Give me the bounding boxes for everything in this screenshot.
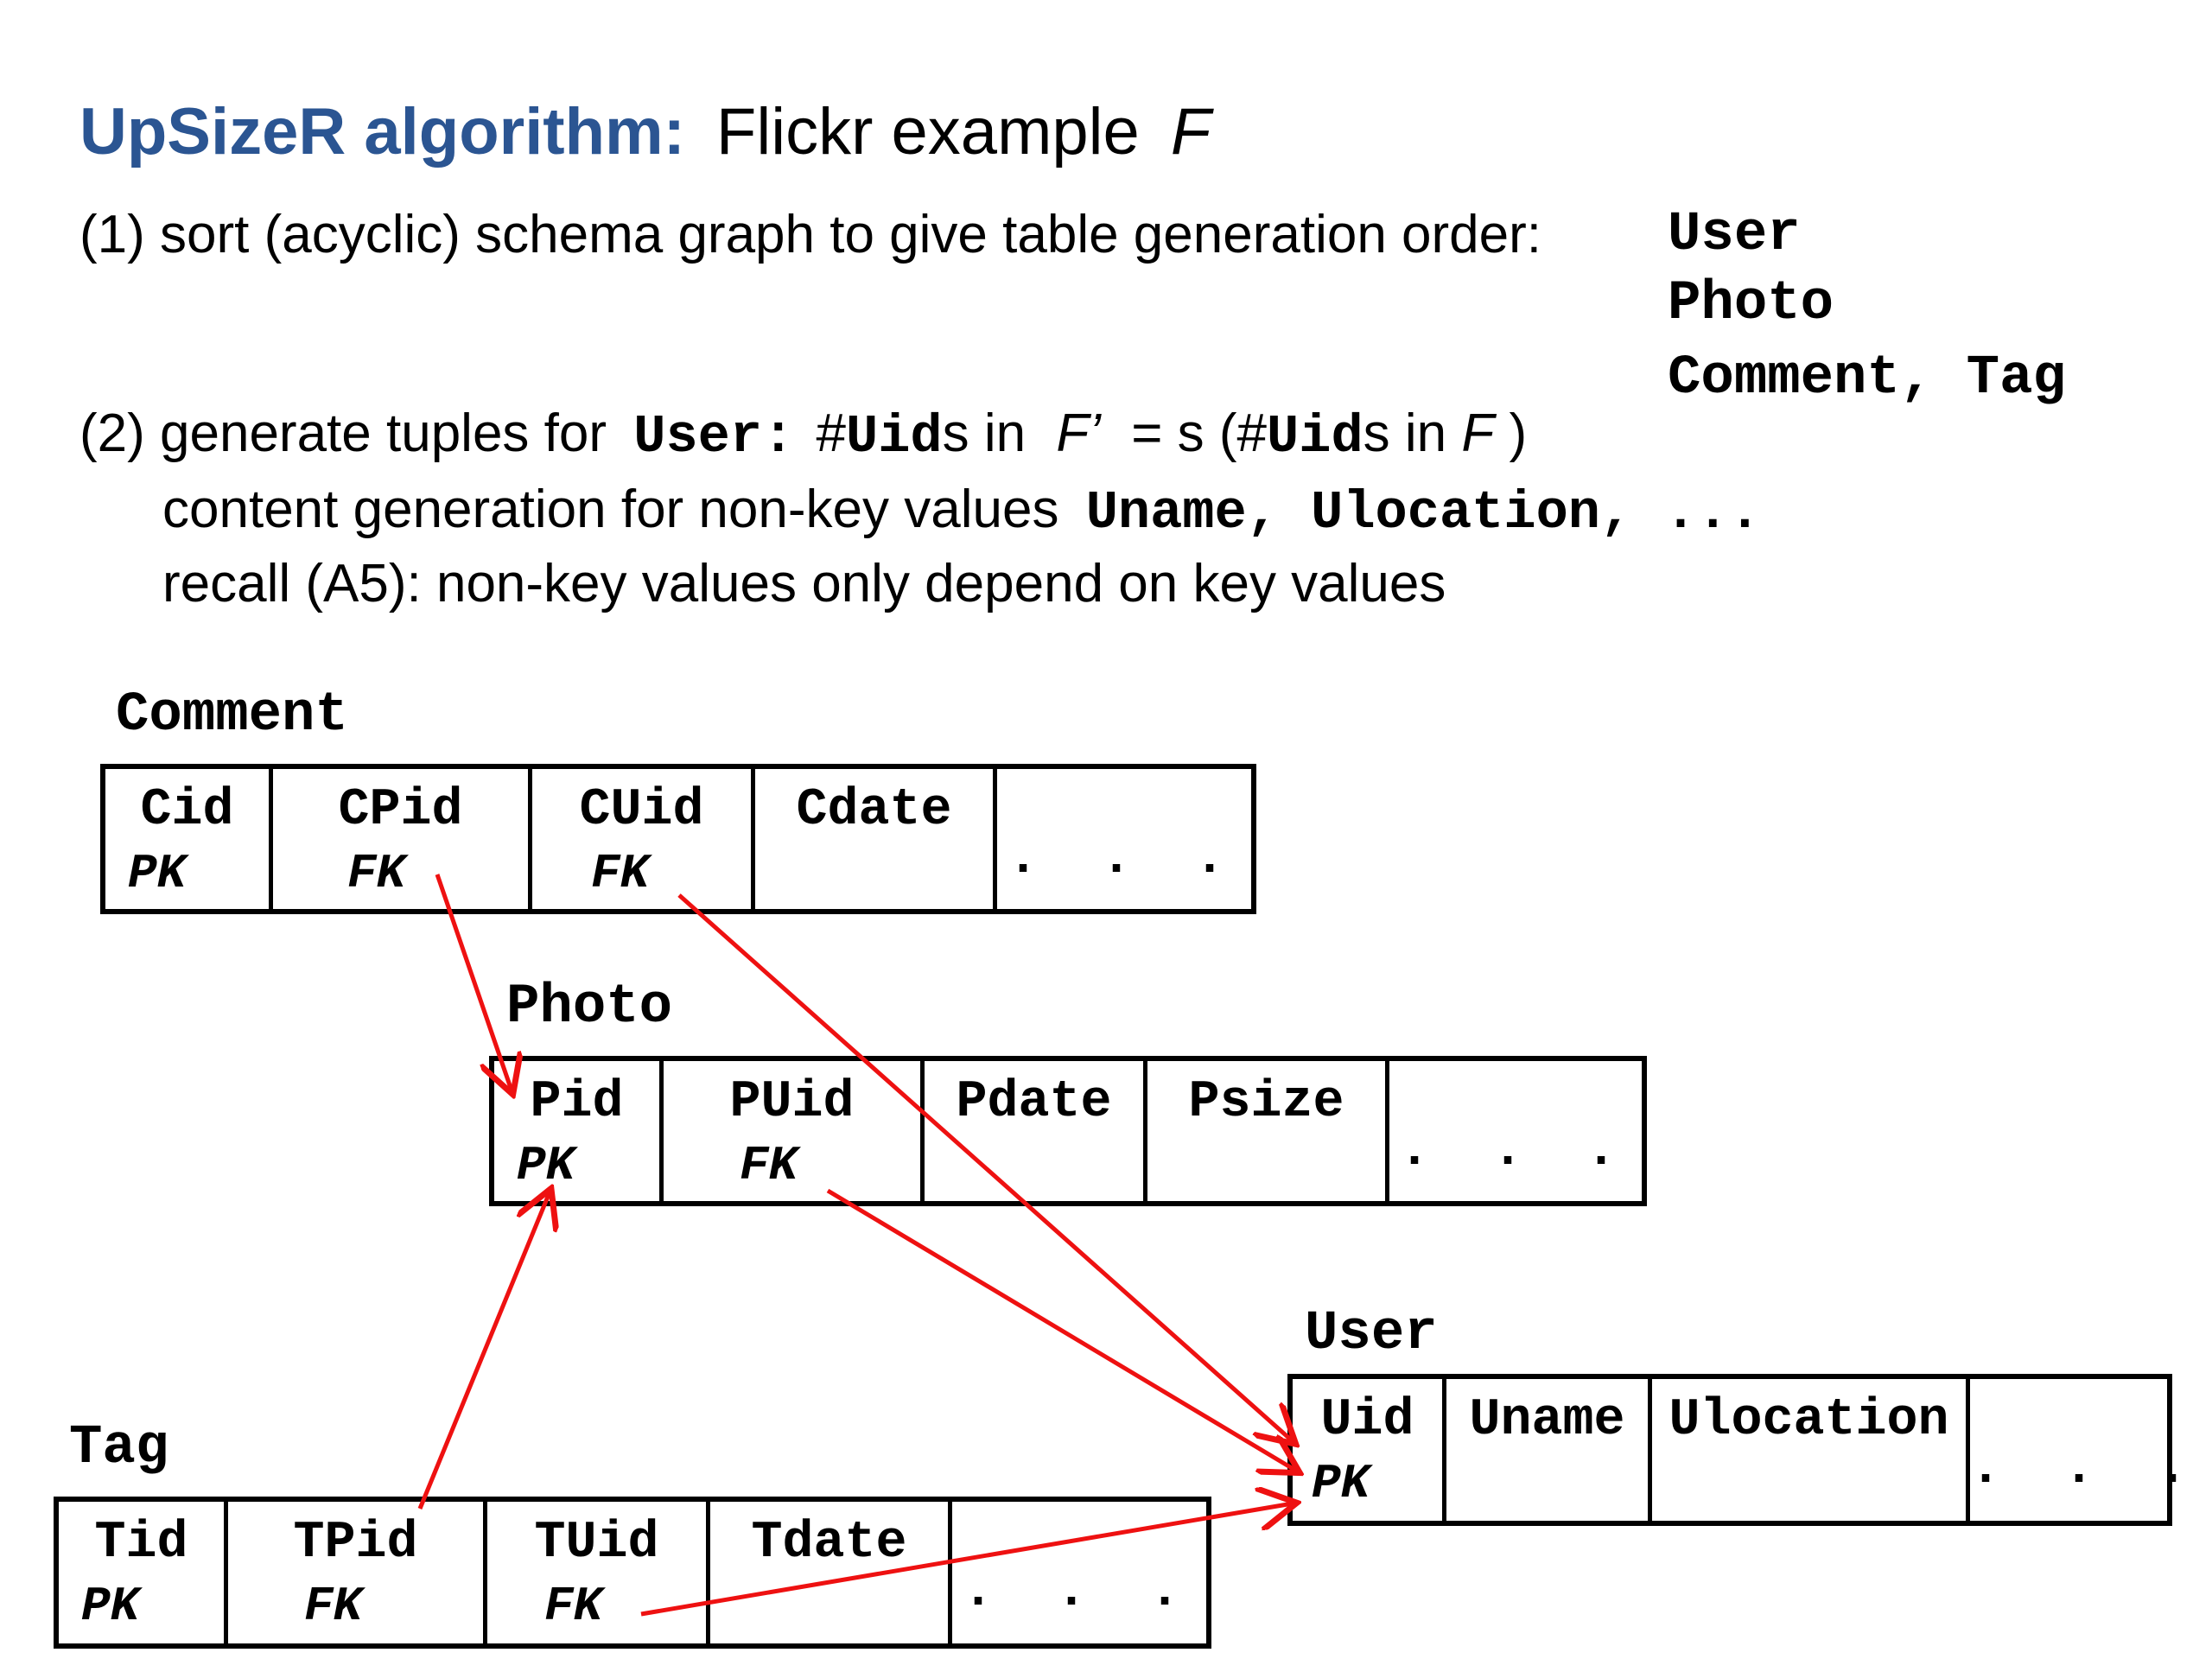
column-psize: Psize <box>1147 1061 1389 1201</box>
pk-label: PK <box>517 1138 575 1193</box>
table-tag: Tid PK TPid FK TUid FK Tdate . . . <box>54 1497 1211 1649</box>
column-name: PUid <box>729 1073 855 1132</box>
column-name: Tdate <box>751 1514 907 1573</box>
step2-recall: recall (A5): non-key values only depend … <box>162 554 1446 613</box>
column-uid: Uid PK <box>1293 1379 1446 1521</box>
step2-content-code: Uname, Ulocation, ... <box>1085 482 1762 543</box>
title-accent: UpSizeR algorithm: <box>79 95 685 168</box>
fk-label: FK <box>347 846 406 901</box>
column-pdate: Pdate <box>925 1061 1147 1201</box>
column-cid: Cid PK <box>105 769 273 909</box>
ellipsis: . . . <box>1970 1440 2204 1498</box>
column-more: . . . <box>997 769 1251 909</box>
column-name: CUid <box>579 781 704 840</box>
table-name-photo: Photo <box>506 976 673 1039</box>
fk-label: FK <box>591 846 650 901</box>
column-more: . . . <box>952 1502 1206 1643</box>
fk-label: FK <box>304 1579 363 1634</box>
column-more: . . . <box>1389 1061 1642 1201</box>
column-name: CPid <box>338 781 463 840</box>
column-tdate: Tdate <box>710 1502 952 1643</box>
order-item-comment-tag: Comment, Tag <box>1668 347 2066 410</box>
order-item-user: User <box>1668 204 1801 266</box>
fk-label: FK <box>544 1579 603 1634</box>
column-cdate: Cdate <box>755 769 997 909</box>
fk-label: FK <box>740 1138 798 1193</box>
column-more: . . . <box>1970 1379 2204 1521</box>
slide-title: UpSizeR algorithm: Flickr example F <box>79 93 1211 171</box>
ellipsis: . . . <box>1007 830 1242 888</box>
column-name: Pid <box>530 1073 624 1132</box>
step2-line1: (2) generate tuples for User: #Uids in F… <box>79 399 1527 472</box>
step2-equals: = s (# <box>1131 404 1268 463</box>
step2-prefix: (2) generate tuples for <box>79 404 607 463</box>
step2-uid-1: Uid <box>846 406 943 467</box>
table-name-comment: Comment <box>116 684 348 747</box>
step2-fprime: F’ <box>1056 404 1101 463</box>
column-tpid: TPid FK <box>228 1502 487 1643</box>
column-tid: Tid PK <box>59 1502 228 1643</box>
column-name: Uid <box>1320 1391 1414 1450</box>
table-name-tag: Tag <box>69 1417 169 1479</box>
column-name: TPid <box>293 1514 418 1573</box>
ellipsis: . . . <box>1398 1122 1633 1180</box>
column-name: Pdate <box>956 1073 1112 1132</box>
column-name: Psize <box>1188 1073 1344 1132</box>
order-item-photo: Photo <box>1668 273 1834 335</box>
column-name: Uname <box>1469 1391 1625 1450</box>
title-variable: F <box>1170 95 1211 168</box>
column-cpid: CPid FK <box>273 769 532 909</box>
step2-hash: # <box>816 404 846 463</box>
title-rest: Flickr example <box>715 95 1140 168</box>
table-photo: Pid PK PUid FK Pdate Psize . . . <box>489 1056 1647 1206</box>
step2-uid-2: Uid <box>1267 406 1363 467</box>
column-cuid: CUid FK <box>532 769 755 909</box>
column-ulocation: Ulocation <box>1652 1379 1970 1521</box>
table-name-user: User <box>1305 1303 1438 1365</box>
pk-label: PK <box>81 1579 140 1634</box>
column-name: Cid <box>140 781 234 840</box>
column-name: Cdate <box>796 781 952 840</box>
column-puid: PUid FK <box>664 1061 925 1201</box>
step2-s-in-2: s in <box>1363 404 1447 463</box>
table-user: Uid PK Uname Ulocation . . . <box>1287 1374 2204 1526</box>
arrow-tpid-to-pid <box>417 1192 550 1510</box>
ellipsis: . . . <box>962 1562 1197 1621</box>
arrow-puid-to-uid <box>826 1188 1296 1471</box>
pk-label: PK <box>1312 1456 1370 1511</box>
column-uname: Uname <box>1446 1379 1652 1521</box>
column-name: Tid <box>94 1514 188 1573</box>
column-name: Ulocation <box>1669 1391 1949 1450</box>
pk-label: PK <box>128 846 187 901</box>
step2-line2: content generation for non-key values Un… <box>162 475 1761 548</box>
column-name: TUid <box>534 1514 659 1573</box>
step2-s-in-1: s in <box>942 404 1027 463</box>
step2-f: F <box>1461 404 1495 463</box>
table-comment: Cid PK CPid FK CUid FK Cdate . . . <box>100 764 1256 914</box>
step2-table: User: <box>633 406 795 467</box>
column-pid: Pid PK <box>494 1061 664 1201</box>
step2-content-text: content generation for non-key values <box>162 480 1059 539</box>
step1-text: (1) sort (acyclic) schema graph to give … <box>79 205 1542 264</box>
step2-close: ) <box>1509 404 1528 463</box>
column-tuid: TUid FK <box>487 1502 710 1643</box>
